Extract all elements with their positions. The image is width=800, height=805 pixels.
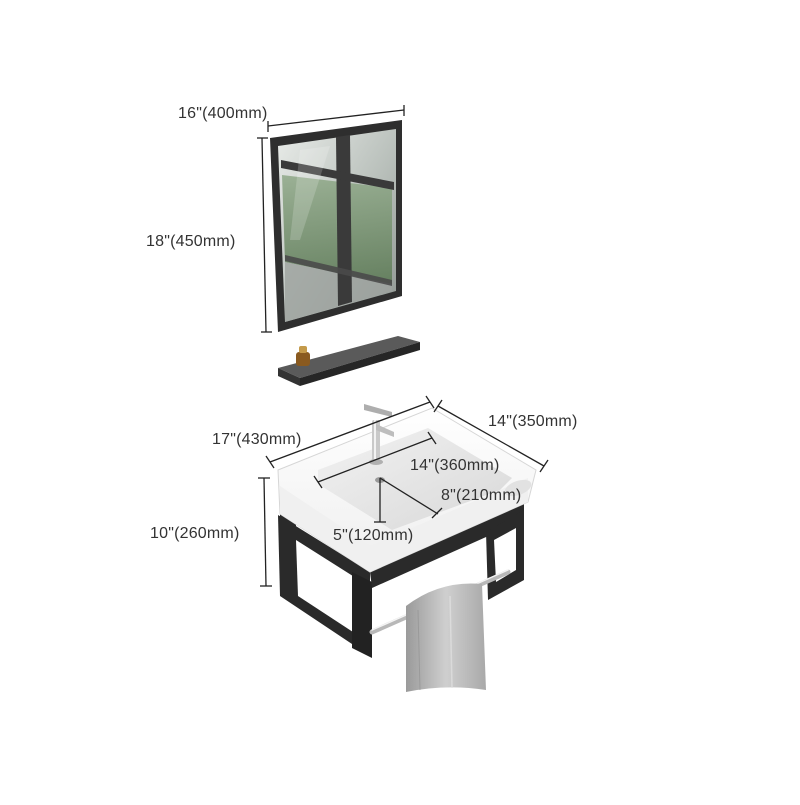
label-basin-width: 17"(430mm) xyxy=(212,431,302,448)
dim-line-basin-depth xyxy=(437,405,545,467)
hand-towel xyxy=(406,583,486,692)
faucet-handle xyxy=(364,404,392,417)
stand-front-beam xyxy=(370,505,524,588)
stand-left-opening xyxy=(296,540,356,634)
dim-tick-basin-width-start xyxy=(265,455,275,469)
shelf-bottle-cap xyxy=(299,346,307,353)
shelf-bottle xyxy=(296,352,310,366)
dim-tick-basin-depth-start xyxy=(433,399,443,413)
wall-shelf xyxy=(278,336,420,386)
label-bowl-height: 5"(120mm) xyxy=(333,527,414,544)
shelf-top xyxy=(278,336,420,378)
dim-tick-bowl-depth-end xyxy=(431,507,443,519)
basin-bowl xyxy=(318,428,512,530)
mirror-reflection-sill xyxy=(285,255,392,286)
dim-tick-basin-width-end xyxy=(425,395,435,409)
stand-right-opening xyxy=(494,528,516,582)
label-mirror-height: 18"(450mm) xyxy=(146,233,236,250)
label-mirror-width: 16"(400mm) xyxy=(178,105,268,122)
basin-soap-recess xyxy=(504,479,532,497)
label-bowl-depth: 8"(210mm) xyxy=(441,487,522,504)
mirror-highlight xyxy=(290,146,330,240)
dim-tick-bowl-width-end xyxy=(427,431,437,445)
dim-tick-basin-depth-end xyxy=(539,459,549,473)
mirror-reflection-mullion xyxy=(336,135,352,306)
towel-fold-2 xyxy=(449,595,453,689)
dim-line-mirror-width xyxy=(267,109,405,127)
dim-line-bowl-width xyxy=(317,437,433,483)
towel-fold-1 xyxy=(417,609,421,691)
faucet-spout xyxy=(376,424,394,437)
dim-tick-bowl-width-start xyxy=(313,475,323,489)
mirror xyxy=(270,120,402,332)
dim-line-basin-width xyxy=(269,401,431,463)
dim-line-stand-height xyxy=(263,477,267,587)
basin-stand xyxy=(278,500,524,692)
shelf-side xyxy=(278,368,300,386)
label-bowl-width: 14"(360mm) xyxy=(410,457,500,474)
shelf-front xyxy=(300,342,420,386)
mirror-reflection-transom xyxy=(281,160,394,190)
mirror-reflection-trees xyxy=(282,175,392,284)
basin-front-skirt xyxy=(280,478,528,572)
dimension-lines xyxy=(257,105,549,587)
dim-line-bowl-depth xyxy=(379,477,439,515)
label-basin-depth: 14"(350mm) xyxy=(488,413,578,430)
label-stand-height: 10"(260mm) xyxy=(150,525,240,542)
stand-leg-front-left xyxy=(352,572,372,658)
ceramic-basin xyxy=(277,404,537,573)
dim-line-mirror-height xyxy=(261,137,267,333)
faucet-body-highlight xyxy=(374,420,376,462)
